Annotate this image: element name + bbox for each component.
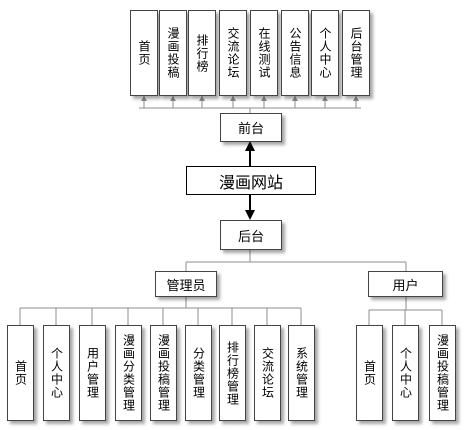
admin-item-personal-center: 个人中心 <box>43 325 70 421</box>
user-item-comic-submission-management: 漫画投稿管理 <box>429 325 456 421</box>
front-item-ranking: 排行榜 <box>188 10 216 96</box>
admin-item-home: 首页 <box>7 325 34 421</box>
admin-item-category-management: 分类管理 <box>185 325 212 421</box>
user-node: 用户 <box>368 271 443 297</box>
root-node: 漫画网站 <box>186 166 316 195</box>
user-item-home: 首页 <box>356 325 383 421</box>
admin-item-system-management: 系统管理 <box>288 325 315 421</box>
front-item-online-test: 在线测试 <box>250 10 278 96</box>
admin-node: 管理员 <box>155 271 217 297</box>
front-item-comic-submission: 漫画投稿 <box>159 10 187 96</box>
user-item-personal-center: 个人中心 <box>392 325 419 421</box>
admin-item-user-management: 用户管理 <box>79 325 106 421</box>
front-item-home: 首页 <box>130 10 158 96</box>
front-node: 前台 <box>220 113 282 142</box>
front-item-announcement: 公告信息 <box>281 10 309 96</box>
admin-item-comic-submission-management: 漫画投稿管理 <box>150 325 177 421</box>
front-item-admin-panel: 后台管理 <box>342 10 370 96</box>
front-item-personal-center: 个人中心 <box>311 10 339 96</box>
back-node: 后台 <box>220 220 282 250</box>
front-item-forum: 交流论坛 <box>219 10 247 96</box>
admin-item-forum: 交流论坛 <box>254 325 281 421</box>
admin-item-ranking-management: 排行榜管理 <box>219 325 246 421</box>
admin-item-comic-category-management: 漫画分类管理 <box>115 325 142 421</box>
